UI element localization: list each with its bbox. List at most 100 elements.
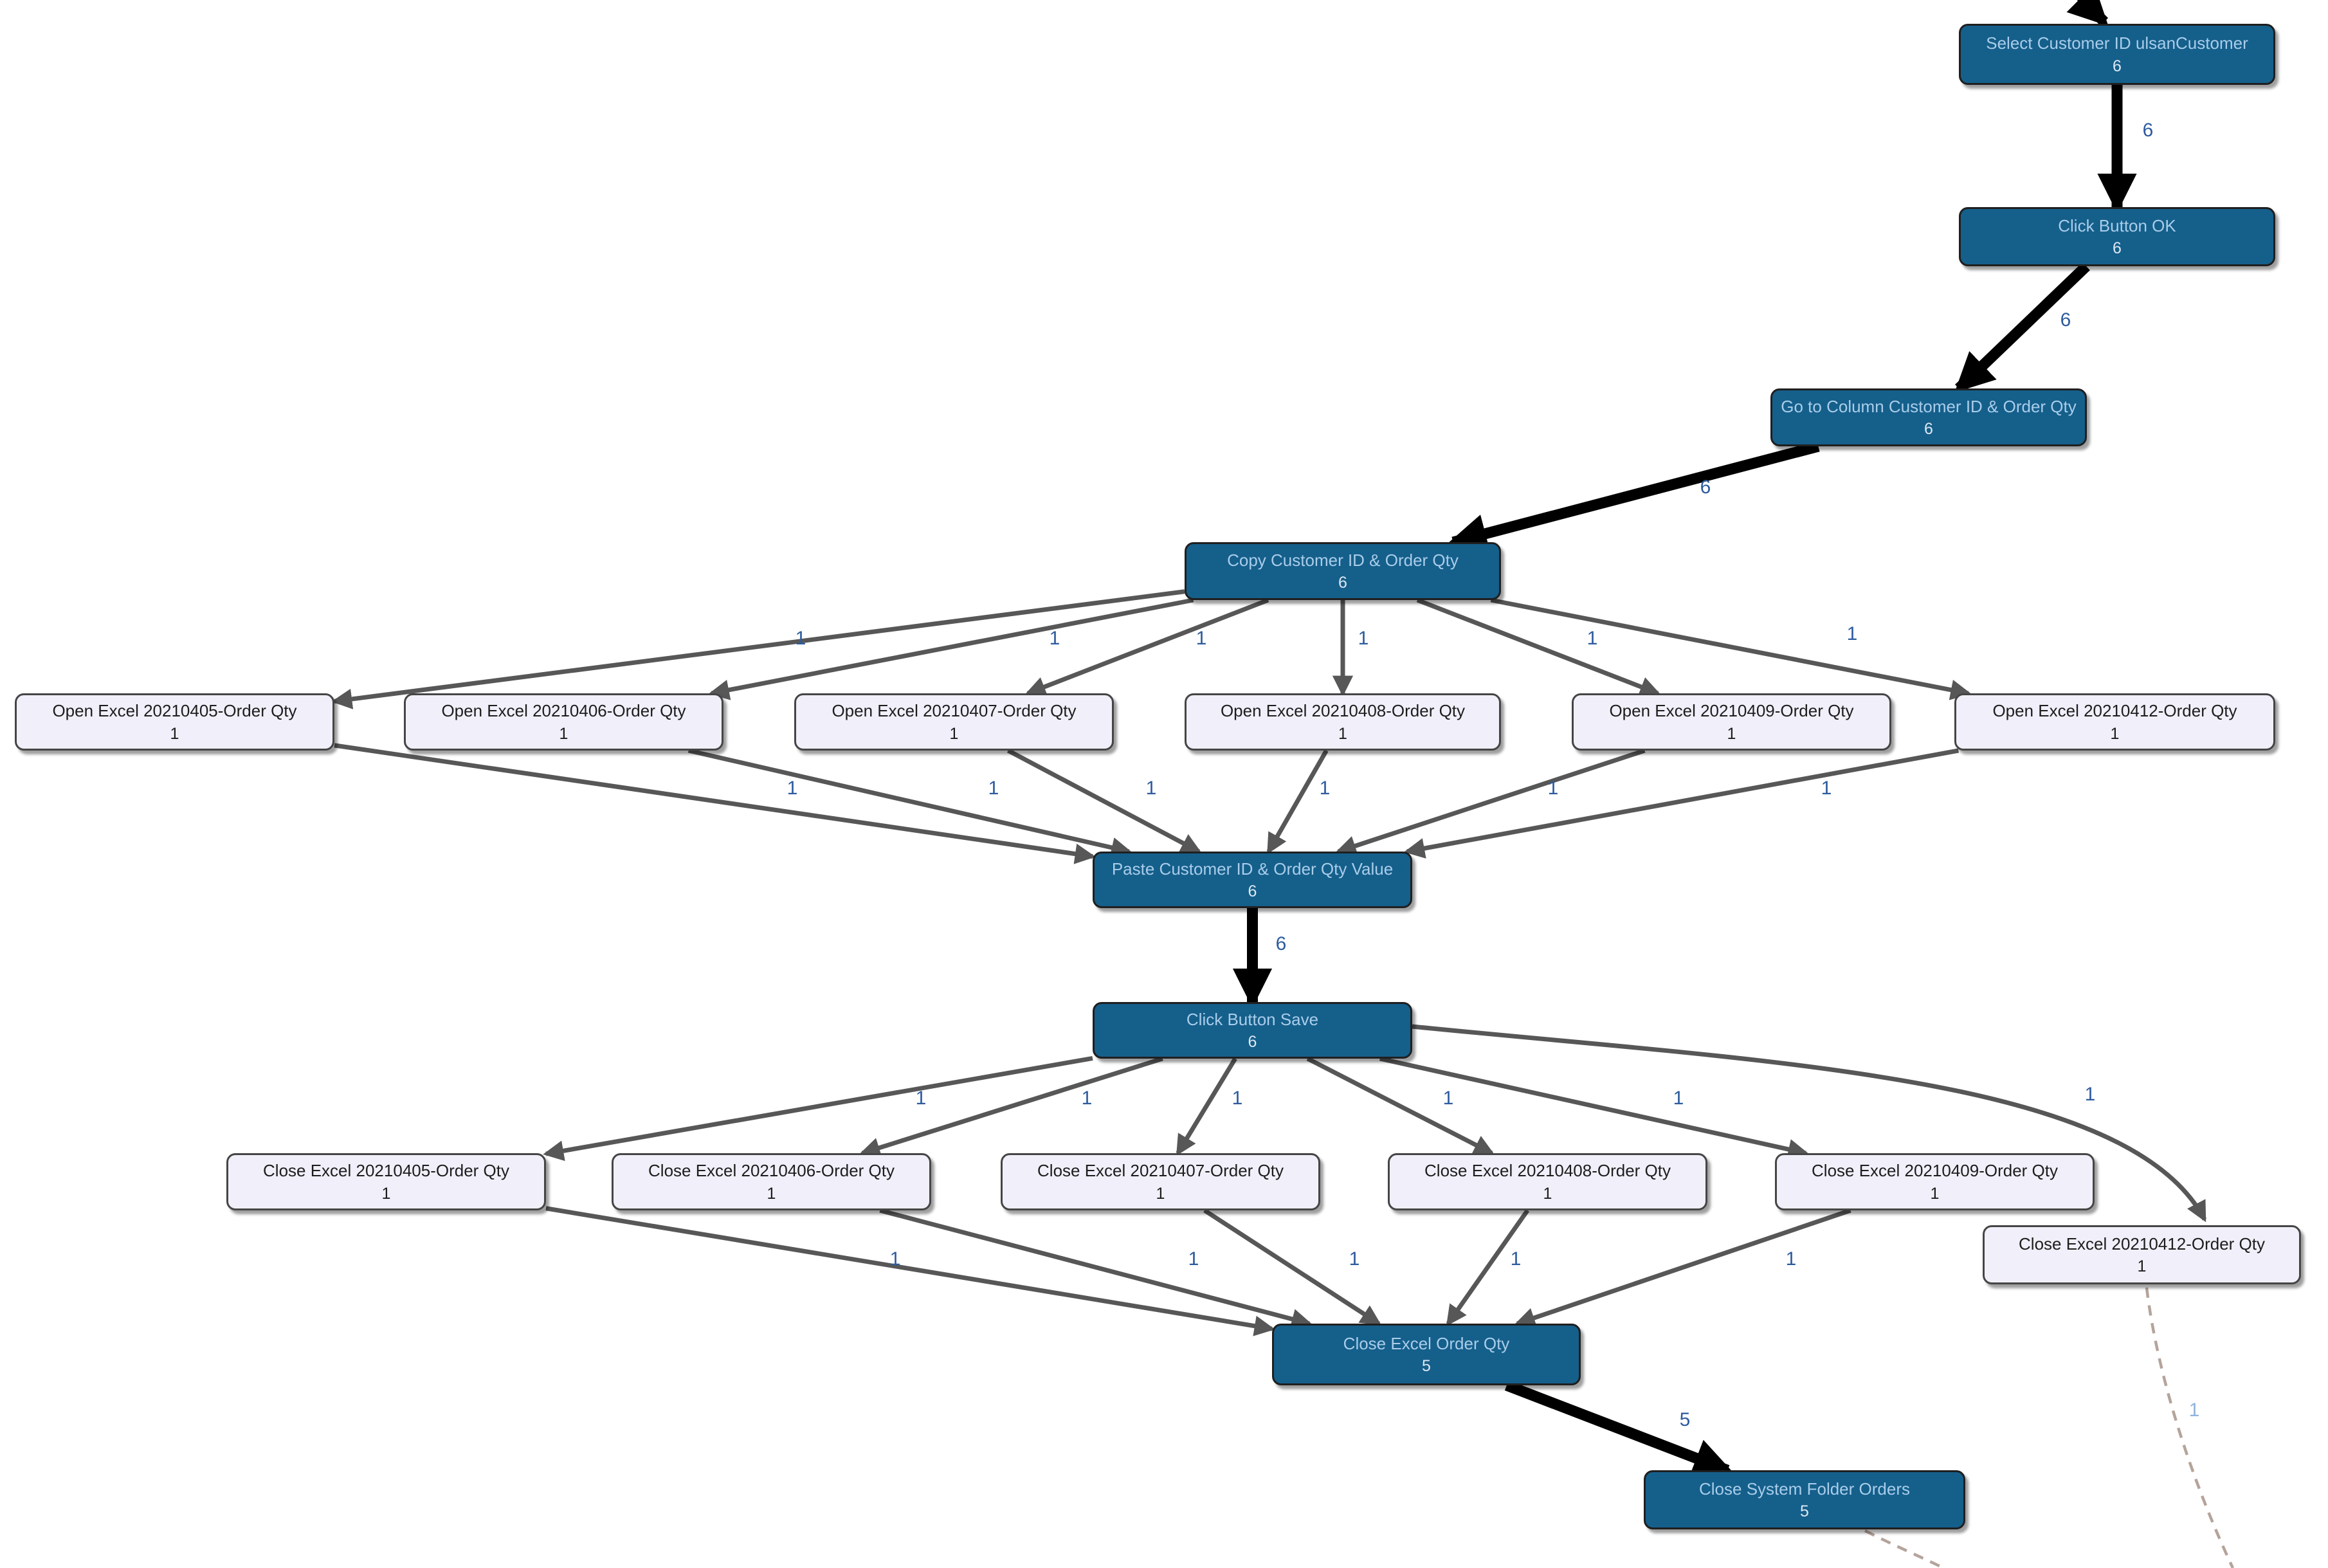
node-open-0409[interactable]: Open Excel 20210409-Order Qty 1 [1572, 693, 1891, 751]
edge-open_0409-to-paste_value [1335, 748, 1646, 856]
node-label: Click Button Save [1186, 1009, 1319, 1029]
node-label: Open Excel 20210407-Order Qty [832, 701, 1077, 721]
node-frequency-count: 1 [1543, 1184, 1552, 1203]
edge-click_save-to-close_0409 [1379, 1056, 1809, 1160]
node-copy-value[interactable]: Copy Customer ID & Order Qty 6 [1185, 542, 1501, 600]
edge-copy_value-to-open_0407 [1024, 597, 1269, 697]
node-click-save[interactable]: Click Button Save 6 [1093, 1002, 1412, 1059]
node-frequency-count: 1 [2110, 724, 2120, 743]
node-close-0406[interactable]: Close Excel 20210406-Order Qty 1 [612, 1153, 931, 1210]
node-open-0406[interactable]: Open Excel 20210406-Order Qty 1 [404, 693, 723, 751]
node-label: Open Excel 20210412-Order Qty [1992, 701, 2237, 721]
node-label: Close Excel 20210408-Order Qty [1424, 1161, 1671, 1181]
edge-count-label: 1 [1188, 1248, 1199, 1270]
edge-close_order_qty-to-close_folder [1504, 1380, 1733, 1477]
node-label: Open Excel 20210408-Order Qty [1220, 701, 1466, 721]
edge-count-label: 1 [1785, 1248, 1797, 1270]
edge-close_0407-to-close_order_qty [1203, 1208, 1382, 1326]
node-paste-value[interactable]: Paste Customer ID & Order Qty Value 6 [1093, 852, 1412, 908]
edge-open_0405-to-paste_value [334, 743, 1096, 864]
edge-count-label: 1 [1349, 1248, 1360, 1270]
edge-count-label: 1 [1547, 778, 1559, 799]
node-select-customer[interactable]: Select Customer ID ulsanCustomer 6 [1959, 24, 2275, 85]
edge-click_save-to-close_0405 [543, 1056, 1093, 1162]
node-frequency-count: 6 [1338, 574, 1347, 592]
edge-copy_value-to-open_0405 [331, 589, 1185, 709]
edge-click_save-to-close_0412 [1412, 1024, 2207, 1223]
edge-count-label: 1 [988, 778, 999, 799]
node-label: Click Button OK [2058, 215, 2176, 235]
node-label: Select Customer ID ulsanCustomer [1986, 33, 2248, 53]
node-label: Open Excel 20210405-Order Qty [52, 701, 297, 721]
edge-close_0409-to-close_order_qty [1514, 1208, 1851, 1328]
edge-count-label: 1 [787, 778, 798, 799]
node-label: Close Excel 20210409-Order Qty [1812, 1161, 2058, 1181]
edge-close_0405-to-close_order_qty [545, 1206, 1275, 1336]
edge-close_0408-to-close_order_qty [1446, 1208, 1530, 1326]
edge-count-label: 1 [1846, 623, 1858, 644]
edge-count-label: 1 [2084, 1084, 2096, 1105]
edge-copy_value-to-open_0409 [1416, 597, 1661, 697]
edge-start-to-offscreen [1864, 1529, 1943, 1568]
edge-click_save-to-close_0407 [1176, 1057, 1237, 1156]
node-label: Close System Folder Orders [1699, 1479, 1910, 1499]
node-frequency-count: 6 [2113, 57, 2122, 75]
node-label: Copy Customer ID & Order Qty [1227, 550, 1459, 570]
node-frequency-count: 1 [381, 1184, 391, 1203]
edge-count-label: 1 [915, 1088, 927, 1109]
node-label: Open Excel 20210406-Order Qty [441, 701, 686, 721]
node-frequency-count: 6 [1248, 1033, 1257, 1052]
edge-count-label: 1 [1821, 778, 1832, 799]
edge-close_0406-to-close_order_qty [879, 1208, 1313, 1329]
edge-open_0406-to-paste_value [687, 748, 1132, 858]
edge-start-to-offscreen [2145, 1287, 2235, 1568]
edge-count-label: 1 [2188, 1399, 2200, 1421]
edge-count-label: 1 [1145, 778, 1157, 799]
node-close-0408[interactable]: Close Excel 20210408-Order Qty 1 [1388, 1153, 1707, 1210]
edge-copy_value-to-open_0406 [708, 597, 1194, 700]
edge-count-label: 1 [1358, 628, 1369, 649]
node-frequency-count: 1 [1156, 1184, 1165, 1203]
edge-count-label: 6 [1700, 477, 1711, 498]
node-label: Close Excel 20210406-Order Qty [648, 1161, 895, 1181]
edge-count-label: 1 [1232, 1088, 1243, 1109]
node-close-0405[interactable]: Close Excel 20210405-Order Qty 1 [226, 1153, 546, 1210]
edge-click_ok-to-goto_column [1954, 262, 2090, 393]
node-frequency-count: 1 [767, 1184, 776, 1203]
node-frequency-count: 1 [559, 724, 568, 743]
node-close-folder[interactable]: Close System Folder Orders 5 [1644, 1470, 1965, 1529]
node-frequency-count: 5 [1800, 1502, 1809, 1521]
edge-count-label: 1 [1196, 628, 1207, 649]
node-label: Close Excel 20210405-Order Qty [263, 1161, 509, 1181]
node-open-0412[interactable]: Open Excel 20210412-Order Qty 1 [1954, 693, 2275, 751]
edge-count-label: 1 [1442, 1088, 1454, 1109]
edge-start-to-offscreen [2066, 0, 2109, 26]
edge-open_0412-to-paste_value [1404, 748, 1960, 859]
edge-count-label: 6 [2142, 120, 2154, 141]
edge-count-label: 1 [1673, 1088, 1684, 1109]
edge-count-label: 1 [889, 1248, 901, 1270]
node-close-0409[interactable]: Close Excel 20210409-Order Qty 1 [1775, 1153, 2095, 1210]
node-frequency-count: 1 [1727, 724, 1736, 743]
node-label: Open Excel 20210409-Order Qty [1609, 701, 1854, 721]
node-frequency-count: 1 [1930, 1184, 1940, 1203]
edge-count-label: 1 [795, 628, 806, 649]
edge-count-label: 1 [1081, 1088, 1093, 1109]
node-frequency-count: 1 [2137, 1257, 2147, 1276]
node-frequency-count: 6 [1248, 882, 1257, 901]
node-label: Paste Customer ID & Order Qty Value [1111, 859, 1394, 879]
edge-open_0407-to-paste_value [1006, 748, 1202, 854]
edge-count-label: 1 [1319, 778, 1331, 799]
edge-count-label: 1 [1049, 628, 1060, 649]
edge-copy_value-to-open_0412 [1490, 597, 1972, 700]
